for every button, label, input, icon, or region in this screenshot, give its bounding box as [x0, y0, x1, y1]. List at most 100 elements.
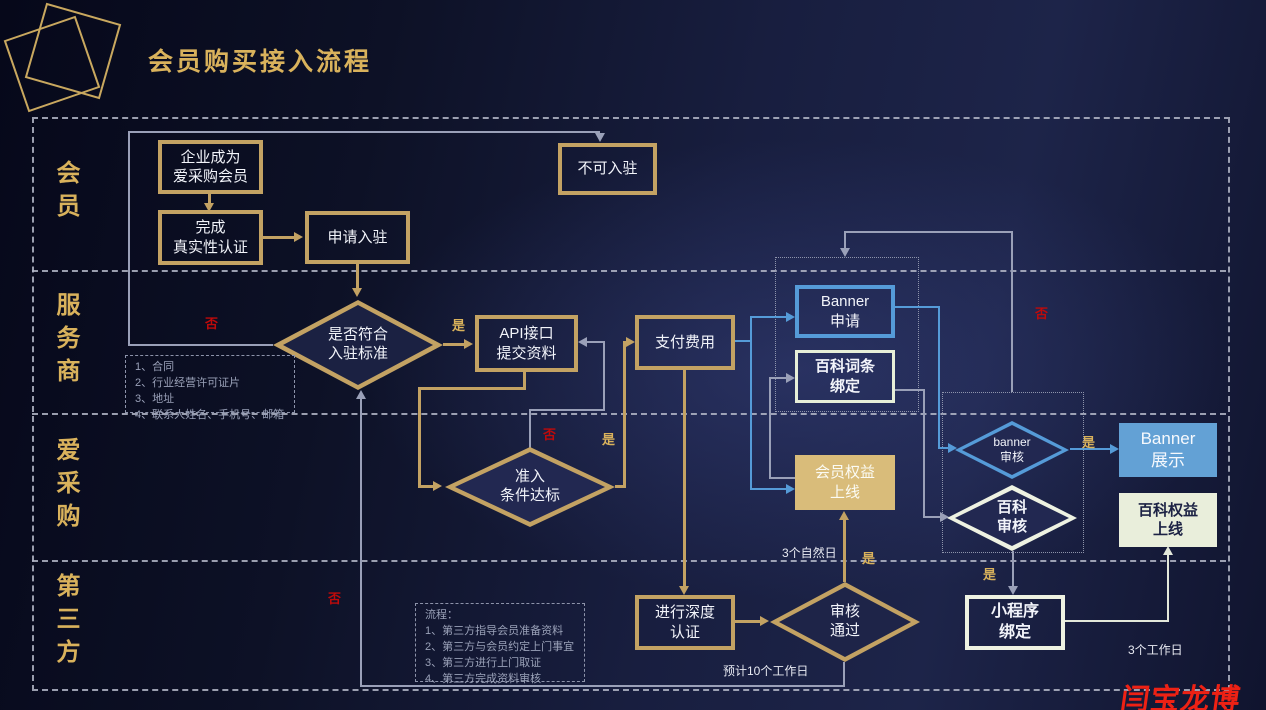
page-title: 会员购买接入流程 [148, 48, 373, 76]
decision-banner-review: banner 审核 [955, 421, 1069, 479]
arrow-head [578, 337, 587, 347]
lane-label-provider: 服务商 [52, 292, 79, 391]
connector-line [844, 231, 846, 250]
arrow-head [595, 133, 605, 142]
connector-line [623, 341, 626, 488]
connector-line [843, 662, 845, 686]
node-become-member: 企业成为 爱采购会员 [158, 140, 263, 194]
arrow-head [356, 390, 366, 399]
edge-label-no: 否 [205, 316, 219, 331]
connector-line [128, 344, 273, 346]
edge-label-yes: 是 [452, 318, 466, 333]
decision-label: 准入 条件达标 [499, 468, 560, 504]
arrow-head [626, 337, 635, 347]
node-banner-show: Banner 展示 [1119, 423, 1217, 477]
connector-line [443, 343, 467, 346]
decision-label: banner 审核 [993, 435, 1031, 464]
arrow-head [1163, 546, 1173, 555]
connector-line [769, 377, 771, 478]
arrow-head [940, 512, 949, 522]
note-item: 1、第三方指导会员准备资料 [425, 624, 564, 637]
node-api-submit: API接口 提交资料 [475, 315, 578, 372]
decision-label: 是否符合 入驻标准 [327, 326, 388, 362]
edge-label-yes: 是 [862, 551, 876, 566]
connector-line [750, 488, 790, 490]
arrow-head [839, 511, 849, 520]
node-apply-entry: 申请入驻 [305, 211, 410, 264]
arrow-head [294, 232, 303, 242]
arrow-head [786, 373, 795, 383]
connector-line [923, 516, 944, 518]
watermark: 闫宝龙博客 [1118, 682, 1244, 710]
connector-line [1065, 620, 1169, 622]
decision-baike-review: 百科 审核 [947, 485, 1077, 551]
banner-baike-group [775, 257, 919, 412]
connector-line [938, 306, 940, 449]
connector-line [128, 131, 130, 346]
node-deep-auth: 进行深度 认证 [635, 595, 735, 650]
arrow-head [760, 616, 769, 626]
decision-access-ok: 准入 条件达标 [445, 447, 615, 527]
node-banner-apply: Banner 申请 [795, 285, 895, 338]
connector-line [938, 447, 952, 449]
node-real-auth: 完成 真实性认证 [158, 210, 263, 265]
note-item: 4、联系人姓名、手机号、邮箱 [135, 408, 285, 421]
note-item: 2、第三方与会员约定上门事宜 [425, 640, 575, 653]
connector-line [586, 341, 605, 343]
connector-line [895, 389, 925, 391]
connector-line [1167, 553, 1169, 622]
connector-line [529, 409, 531, 448]
decision-label: 审核 通过 [829, 603, 860, 639]
connector-line [529, 409, 604, 411]
connector-line [735, 620, 762, 623]
connector-line [208, 194, 211, 206]
edge-label-yes: 是 [602, 432, 616, 447]
edge-label-duration: 3个自然日 [782, 546, 837, 560]
edge-label-yes: 是 [983, 567, 997, 582]
arrow-head [1110, 444, 1119, 454]
note-provider-materials: 1、合同 2、行业经营许可证片 3、地址 4、联系人姓名、手机号、邮箱 [125, 355, 295, 421]
connector-line [418, 485, 436, 488]
lane-divider-1 [32, 270, 1226, 272]
node-baike-online: 百科权益 上线 [1119, 493, 1217, 547]
connector-line [750, 316, 790, 318]
connector-line [844, 231, 1013, 233]
decision-review-pass: 审核 通过 [770, 582, 920, 662]
arrow-head [464, 339, 473, 349]
node-member-online: 会员权益 上线 [795, 455, 895, 510]
arrow-head [786, 312, 795, 322]
connector-line [769, 477, 795, 479]
connector-line [360, 685, 845, 687]
connector-line [923, 389, 925, 518]
node-mini-bind: 小程序 绑定 [965, 595, 1065, 650]
connector-line [418, 387, 421, 486]
connector-line [128, 131, 600, 133]
arrow-head [948, 443, 957, 453]
note-title: 流程： [425, 609, 458, 621]
connector-line [769, 377, 789, 379]
connector-line [360, 394, 362, 686]
connector-line [356, 264, 359, 291]
arrow-head [786, 484, 795, 494]
lane-label-aicaigou: 爱采购 [52, 437, 79, 536]
connector-line [615, 485, 626, 488]
node-pay-fee: 支付费用 [635, 315, 735, 370]
connector-line [603, 341, 605, 411]
node-no-entry: 不可入驻 [558, 143, 657, 195]
arrow-head [1008, 586, 1018, 595]
arrow-head [204, 203, 214, 212]
arrow-head [433, 481, 442, 491]
connector-line [523, 372, 526, 389]
connector-line [1070, 448, 1114, 450]
note-item: 3、地址 [135, 392, 175, 405]
note-item: 4、第三方完成资料审核 [425, 672, 542, 685]
note-item: 1、合同 [135, 361, 175, 373]
arrow-head [840, 248, 850, 257]
edge-label-no: 否 [543, 427, 557, 442]
swimlane-frame [32, 117, 1230, 691]
connector-line [418, 387, 526, 390]
edge-label-no: 否 [328, 591, 342, 606]
lane-divider-2 [32, 413, 1226, 415]
note-item: 2、行业经营许可证片 [135, 376, 241, 389]
